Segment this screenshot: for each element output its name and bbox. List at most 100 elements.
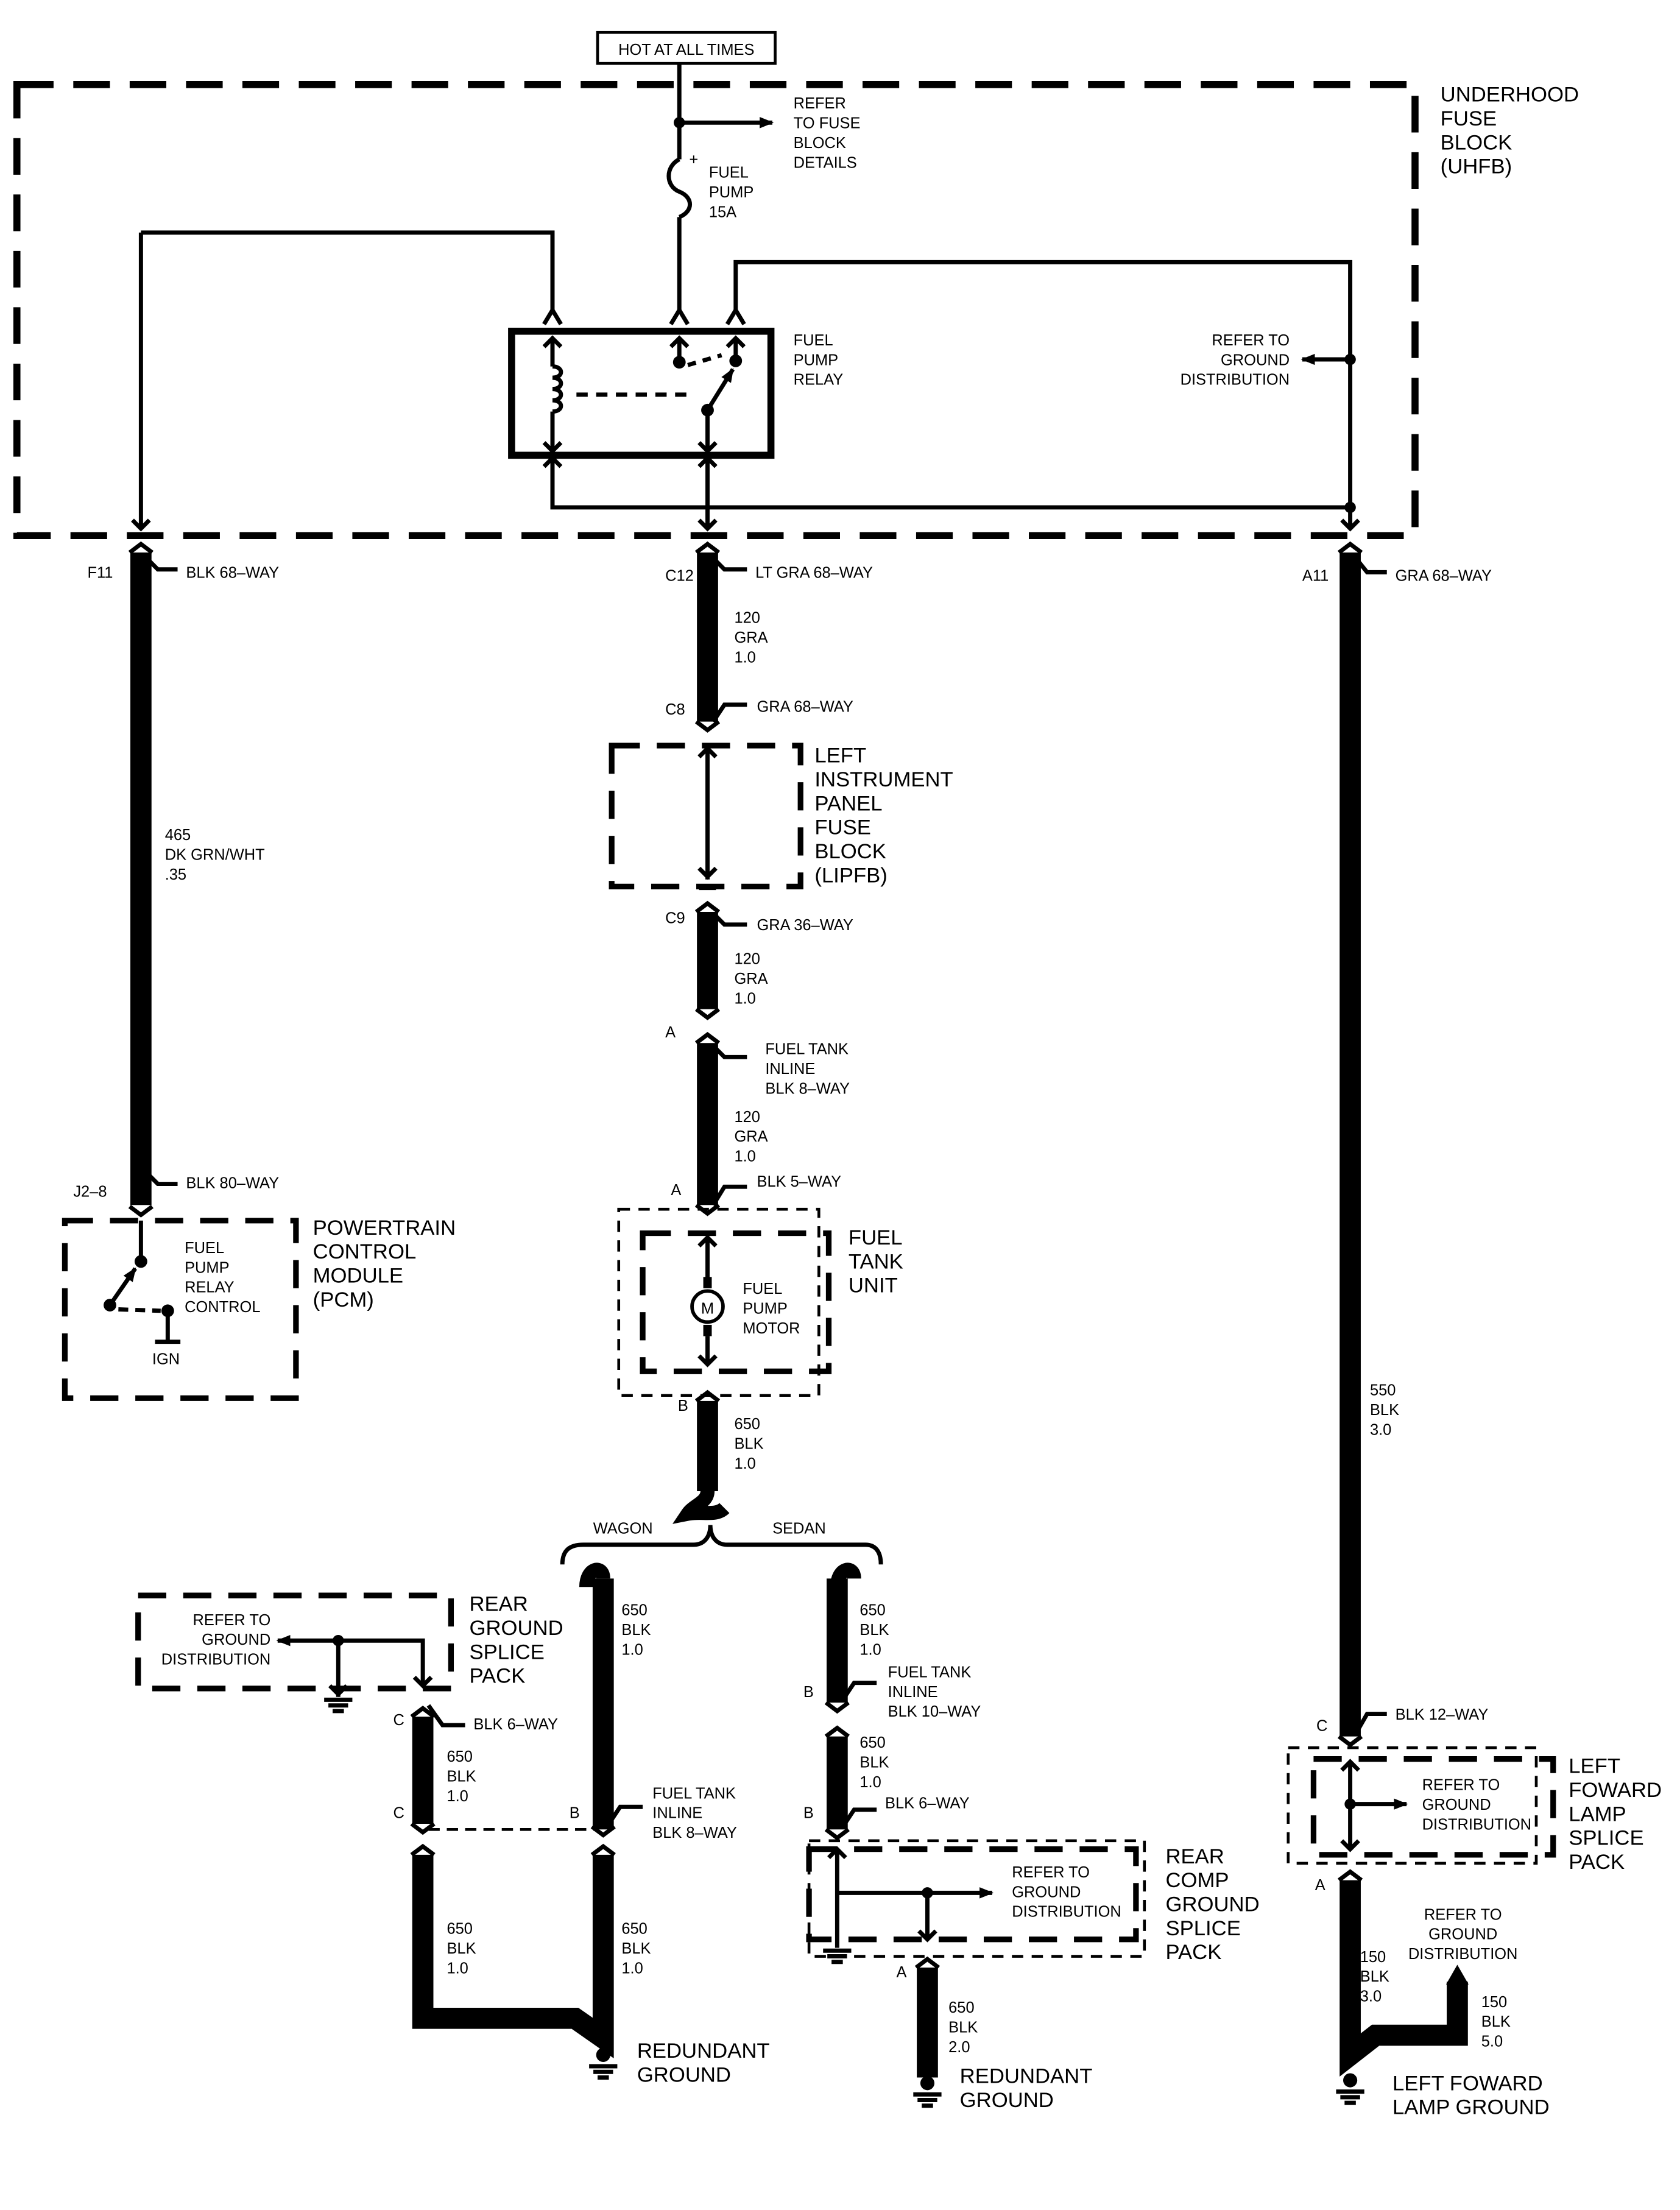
svg-text:BLK 68–WAY: BLK 68–WAY: [186, 565, 279, 582]
svg-text:GROUND: GROUND: [960, 2089, 1054, 2112]
svg-text:BLK: BLK: [859, 1754, 889, 1771]
svg-text:BLK: BLK: [446, 1768, 476, 1785]
svg-text:IGN: IGN: [152, 1351, 180, 1368]
svg-text:650: 650: [859, 1734, 885, 1751]
wire-650-f-label: 650 BLK 1.0: [446, 1920, 476, 1977]
svg-text:B: B: [803, 1684, 814, 1701]
svg-text:INSTRUMENT: INSTRUMENT: [814, 768, 953, 791]
svg-text:C9: C9: [665, 910, 685, 927]
svg-text:F11: F11: [87, 565, 113, 582]
svg-text:1.0: 1.0: [446, 1960, 468, 1977]
svg-text:BLK 12–WAY: BLK 12–WAY: [1396, 1706, 1489, 1723]
ground-icon: [823, 1948, 852, 1965]
pcm-inner-label: FUEL PUMP RELAY CONTROL IGN: [152, 1240, 261, 1368]
svg-text:B: B: [570, 1805, 580, 1822]
svg-text:BLOCK: BLOCK: [814, 840, 886, 863]
uhfb-label: UNDERHOOD FUSE BLOCK (UHFB): [1441, 83, 1579, 178]
svg-text:1.0: 1.0: [621, 1960, 643, 1977]
wire-650-b-label: 650 BLK 1.0: [621, 1602, 651, 1659]
svg-text:120: 120: [734, 1109, 760, 1126]
redundant-ground-1-icon: [589, 2064, 618, 2080]
svg-text:LAMP: LAMP: [1569, 1802, 1626, 1826]
svg-text:GROUND: GROUND: [1012, 1883, 1081, 1901]
svg-text:FUEL TANK: FUEL TANK: [652, 1785, 736, 1802]
svg-text:BLK: BLK: [948, 2019, 978, 2036]
svg-text:C: C: [1316, 1717, 1327, 1734]
rcgsp-label: REAR COMP GROUND SPLICE PACK: [1165, 1845, 1259, 1964]
svg-text:DETAILS: DETAILS: [794, 154, 857, 171]
svg-text:GRA 68–WAY: GRA 68–WAY: [1396, 567, 1492, 584]
connector-blk-6-way-a: C BLK 6–WAY: [394, 1704, 558, 1733]
wire-150: [1339, 1880, 1468, 2077]
svg-text:REFER TO: REFER TO: [1424, 1906, 1502, 1923]
svg-text:1.0: 1.0: [734, 1148, 755, 1165]
svg-text:GRA: GRA: [734, 629, 768, 646]
svg-text:J2–8: J2–8: [73, 1183, 107, 1200]
svg-text:BLK: BLK: [621, 1940, 651, 1957]
svg-text:FUEL TANK: FUEL TANK: [765, 1041, 849, 1058]
wire-120-c-label: 120 GRA 1.0: [734, 1109, 768, 1165]
svg-text:SPLICE: SPLICE: [469, 1640, 544, 1664]
svg-text:BLK 8–WAY: BLK 8–WAY: [652, 1824, 737, 1841]
connector-c12: C12 LT GRA 68–WAY: [665, 541, 873, 584]
refer-to-ground-lf2-label: REFER TO GROUND DISTRIBUTION: [1408, 1906, 1517, 1963]
connector-blk-12-way: C BLK 12–WAY: [1316, 1706, 1489, 1748]
svg-text:BLK: BLK: [1360, 1968, 1389, 1985]
wire-150-b-label: 150 BLK 5.0: [1481, 1994, 1511, 2050]
svg-text:2.0: 2.0: [948, 2039, 970, 2056]
svg-text:C12: C12: [665, 567, 694, 584]
svg-text:(UHFB): (UHFB): [1441, 155, 1512, 178]
svg-text:REFER TO: REFER TO: [1012, 1864, 1090, 1881]
svg-text:3.0: 3.0: [1370, 1421, 1391, 1438]
svg-text:INLINE: INLINE: [652, 1805, 702, 1822]
svg-text:GRA: GRA: [734, 1128, 768, 1145]
svg-text:GROUND: GROUND: [1428, 1926, 1497, 1943]
connector-inline-10-way: B FUEL TANK INLINE BLK 10–WAY: [803, 1664, 981, 1739]
svg-text:1.0: 1.0: [734, 1455, 755, 1472]
svg-text:1.0: 1.0: [859, 1774, 881, 1791]
svg-text:(PCM): (PCM): [313, 1288, 374, 1312]
fuse-label: FUEL PUMP 15A: [709, 164, 754, 221]
refer-to-ground-top-label: REFER TO GROUND DISTRIBUTION: [1181, 332, 1290, 389]
hot-at-all-times-label: HOT AT ALL TIMES: [596, 30, 777, 65]
pcm-module: [62, 1218, 299, 1401]
svg-text:PACK: PACK: [1569, 1851, 1625, 1874]
connector-blk-5-way: A BLK 5–WAY: [671, 1173, 841, 1216]
redundant-ground-1-label: REDUNDANT GROUND: [637, 2039, 770, 2086]
connector-inline-8-way-b: B FUEL TANK INLINE BLK 8–WAY: [570, 1785, 737, 1841]
wire-120-b-label: 120 GRA 1.0: [734, 951, 768, 1008]
svg-text:DK GRN/WHT: DK GRN/WHT: [165, 846, 265, 863]
svg-text:BLK 80–WAY: BLK 80–WAY: [186, 1175, 279, 1192]
svg-text:GROUND: GROUND: [1165, 1893, 1259, 1916]
pcm-label: POWERTRAIN CONTROL MODULE (PCM): [313, 1216, 456, 1312]
connector-f11: F11 BLK 68–WAY: [87, 541, 279, 582]
svg-text:SPLICE: SPLICE: [1165, 1917, 1240, 1940]
svg-text:REDUNDANT: REDUNDANT: [960, 2065, 1093, 2088]
svg-text:REDUNDANT: REDUNDANT: [637, 2039, 770, 2063]
svg-text:BLOCK: BLOCK: [794, 135, 846, 152]
svg-text:FUEL TANK: FUEL TANK: [888, 1664, 972, 1681]
svg-text:REFER TO: REFER TO: [1422, 1776, 1500, 1793]
refer-to-ground-lflsp-label: REFER TO GROUND DISTRIBUTION: [1422, 1776, 1531, 1833]
svg-text:150: 150: [1481, 1994, 1507, 2011]
svg-text:BLK: BLK: [859, 1622, 889, 1639]
svg-text:LAMP GROUND: LAMP GROUND: [1392, 2096, 1550, 2119]
svg-text:650: 650: [446, 1920, 472, 1937]
svg-text:GRA: GRA: [734, 970, 768, 987]
fuel-pump-motor-label: FUEL PUMP MOTOR: [743, 1280, 800, 1337]
svg-text:FUEL: FUEL: [185, 1240, 224, 1257]
pin-a-lf-label: A: [1315, 1877, 1325, 1894]
svg-text:+: +: [689, 152, 698, 169]
svg-text:GRA 68–WAY: GRA 68–WAY: [757, 698, 853, 715]
fuel-tank-unit-label: FUEL TANK UNIT: [849, 1226, 903, 1297]
wire-465-label: 465 DK GRN/WHT .35: [165, 827, 265, 883]
ground-icon: [324, 1697, 353, 1714]
svg-text:PUMP: PUMP: [743, 1300, 787, 1317]
svg-text:UNIT: UNIT: [849, 1274, 898, 1297]
svg-text:RELAY: RELAY: [794, 372, 844, 389]
fuel-pump-relay: [508, 327, 775, 459]
left-forward-lamp-ground-label: LEFT FOWARD LAMP GROUND: [1392, 2072, 1550, 2119]
svg-text:INLINE: INLINE: [888, 1684, 938, 1701]
svg-text:BLK: BLK: [734, 1436, 763, 1453]
